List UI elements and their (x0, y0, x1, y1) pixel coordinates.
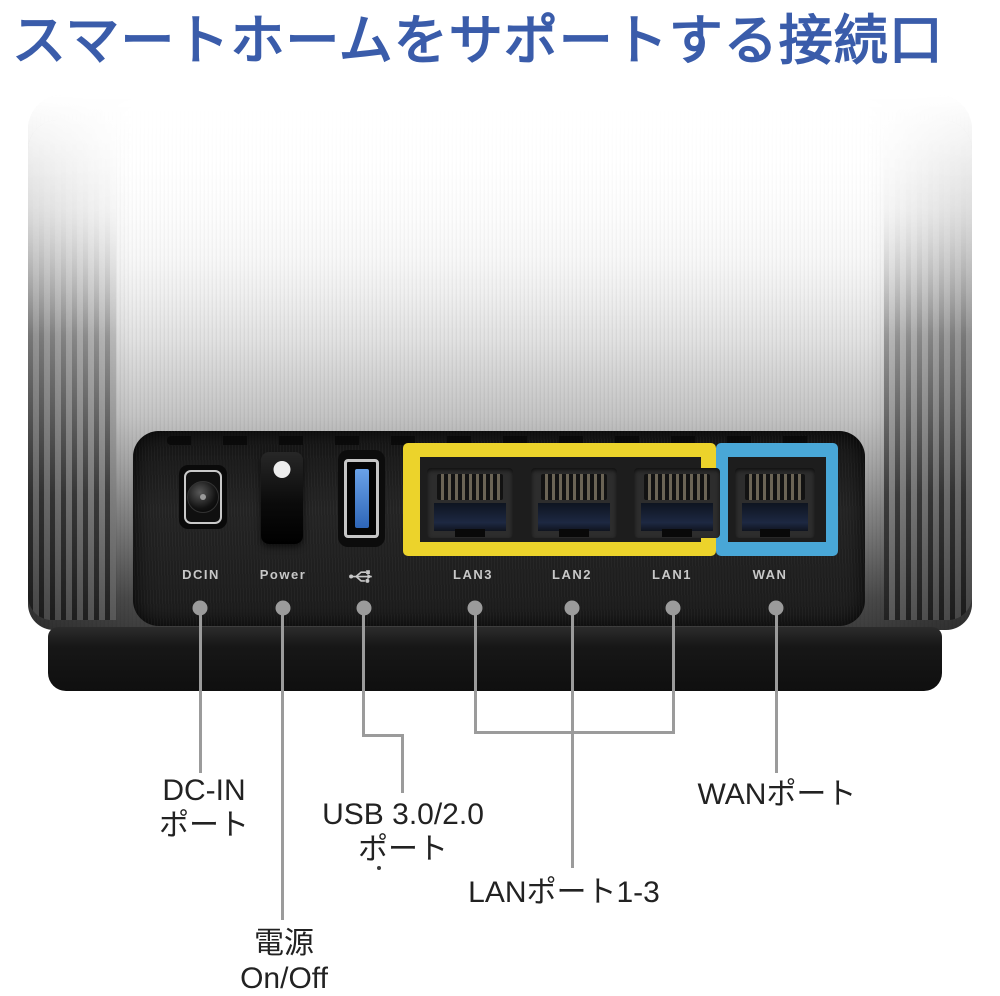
usb-port (338, 450, 385, 547)
lan3-port (427, 468, 513, 538)
dc-in-barrel-jack (187, 481, 219, 513)
lan1-port (634, 468, 720, 538)
callout-dot-usb (356, 600, 372, 616)
annotation-power-line2: On/Off (240, 962, 328, 995)
power-silkscreen-label: Power (259, 567, 307, 582)
rj45-clip-notch (455, 529, 485, 537)
callout-dot-power (275, 600, 291, 616)
lan2-silkscreen-label: LAN2 (552, 567, 592, 582)
wan-silkscreen-label: WAN (752, 567, 788, 582)
callout-dot-lan2 (564, 600, 580, 616)
lan3-silkscreen-label: LAN3 (453, 567, 493, 582)
annotation-power: 電源 On/Off (240, 926, 328, 996)
usb-metal-frame (344, 459, 379, 538)
annotation-wan-label: WANポート (697, 778, 857, 811)
callout-line-power (281, 613, 284, 920)
power-switch-indicator-dot (273, 461, 291, 478)
rj45-cavity (434, 503, 506, 531)
callout-dot-wan (768, 600, 784, 616)
callout-bracket-lan (474, 731, 675, 734)
callout-line-lan2 (571, 613, 574, 868)
callout-line-usb-lower (401, 734, 404, 793)
rj45-cavity (742, 503, 808, 531)
lan1-silkscreen-label: LAN1 (652, 567, 692, 582)
usb-blue-connector-tab (354, 469, 369, 528)
rj45-cavity (641, 503, 713, 531)
callout-line-lan3 (474, 613, 477, 734)
callout-dot-dcin (192, 600, 208, 616)
vent-slots (167, 436, 831, 445)
rj45-pins (644, 474, 710, 500)
rj45-pins (437, 474, 503, 500)
annotation-lan-label: LANポート1-3 (468, 876, 660, 909)
callout-line-lan1 (672, 613, 675, 734)
print-speck (377, 866, 381, 870)
usb-trident-icon (348, 569, 378, 584)
annotation-lan: LANポート1-3 (468, 875, 660, 910)
router-body (28, 95, 972, 630)
rj45-clip-notch (559, 529, 589, 537)
rj45-pins (541, 474, 607, 500)
dcin-silkscreen-label: DCIN (182, 567, 220, 582)
router-base (48, 627, 942, 691)
annotation-usb-line2: ポート (357, 833, 448, 866)
dc-in-frame (184, 470, 222, 524)
page-title: スマートホームをサポートする接続口 (12, 11, 944, 71)
callout-dot-lan1 (665, 600, 681, 616)
annotation-dcin: DC-IN ポート (159, 773, 249, 843)
annotation-power-line1: 電源 (253, 927, 314, 960)
callout-dot-lan3 (467, 600, 483, 616)
annotation-usb-line1: USB 3.0/2.0 (322, 798, 484, 831)
callout-line-wan (775, 613, 778, 773)
callout-line-usb-elbow (362, 734, 404, 737)
dc-in-center-pin (200, 494, 206, 500)
rj45-clip-notch (760, 529, 790, 537)
rj45-pins (745, 474, 805, 500)
annotation-usb: USB 3.0/2.0 ポート (322, 797, 484, 867)
dc-in-port (179, 465, 227, 529)
rj45-clip-notch (662, 529, 692, 537)
lan2-port (531, 468, 617, 538)
wan-port (735, 468, 815, 538)
callout-line-dcin (199, 613, 202, 773)
annotation-wan: WANポート (698, 777, 857, 812)
annotation-dcin-line1: DC-IN (162, 774, 246, 807)
power-switch (261, 452, 303, 544)
rj45-cavity (538, 503, 610, 531)
annotation-dcin-line2: ポート (159, 809, 249, 842)
callout-line-usb-upper (362, 613, 365, 737)
